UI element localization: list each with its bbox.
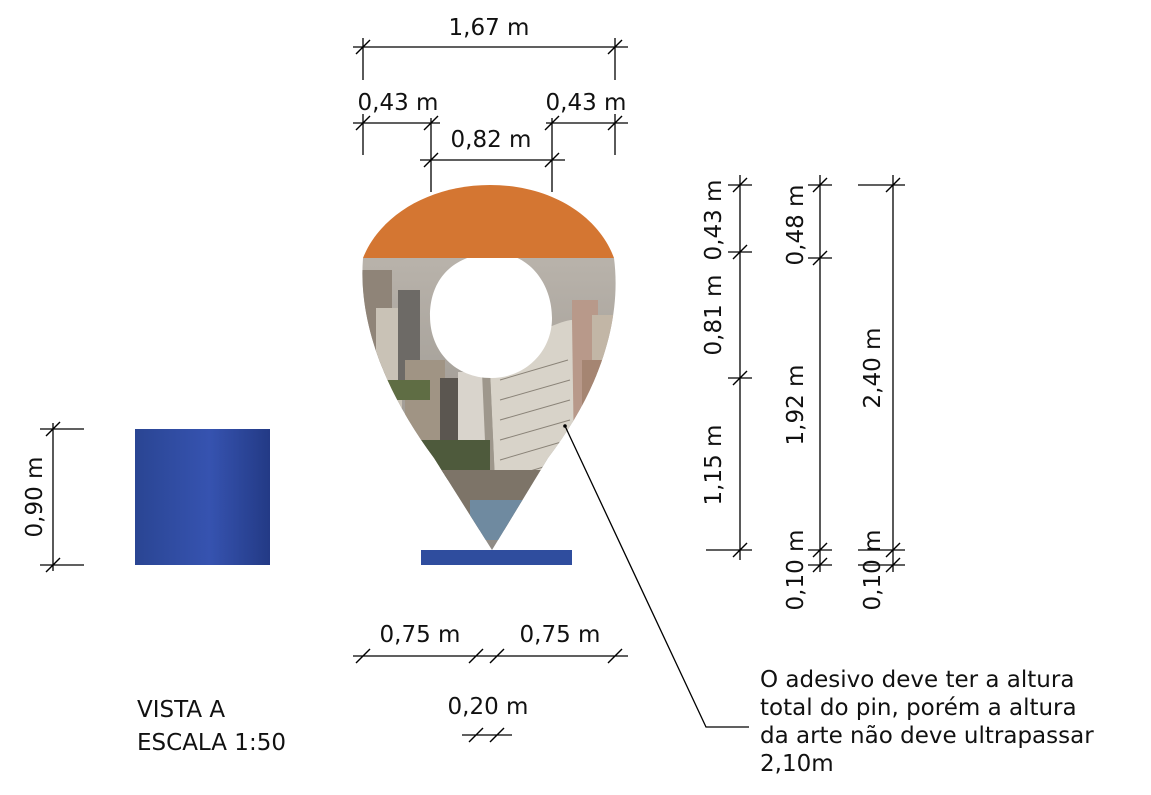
pin-cap: [363, 185, 614, 258]
dim-column-3: 2,40 m 0,10 m: [858, 175, 905, 610]
dim-top-total: 1,67 m: [353, 15, 628, 80]
dim-pin-tip: 0,20 m: [448, 694, 529, 743]
cube-block: [135, 429, 270, 565]
label-col1-hole: 0,81 m: [701, 275, 727, 356]
label-col2-top-cap: 0,48 m: [783, 185, 809, 266]
pin-base-plate: [421, 550, 572, 565]
label-top-right-margin: 0,43 m: [546, 90, 627, 116]
note-leader-line: [563, 424, 749, 728]
note-line-1: O adesivo deve ter a altura: [760, 667, 1075, 693]
dim-hole-width: 0,82 m: [420, 118, 565, 192]
label-base-right-half: 0,75 m: [520, 622, 601, 648]
label-base-left-half: 0,75 m: [380, 622, 461, 648]
dim-top-margins: 0,43 m 0,43 m: [353, 90, 628, 155]
dim-cube-height: 0,90 m: [22, 421, 84, 573]
dim-column-2: 0,48 m 1,92 m 0,10 m: [783, 175, 832, 610]
note-line-4: 2,10m: [760, 751, 834, 777]
label-col1-top-cap: 0,43 m: [701, 180, 727, 261]
label-top-total: 1,67 m: [449, 15, 530, 41]
label-col2-base: 0,10 m: [783, 530, 809, 611]
label-col2-body: 1,92 m: [783, 365, 809, 446]
label-pin-tip: 0,20 m: [448, 694, 529, 720]
view-title-line-2: ESCALA 1:50: [137, 730, 286, 756]
dim-column-1: 0,43 m 0,81 m 1,15 m: [701, 175, 752, 560]
label-col3-base: 0,10 m: [860, 530, 886, 611]
label-col1-lower: 1,15 m: [701, 425, 727, 506]
label-cube-height: 0,90 m: [22, 457, 48, 538]
note-line-3: da arte não deve ultrapassar: [760, 723, 1094, 749]
pin-hole: [430, 252, 552, 378]
label-col3-total: 2,40 m: [860, 328, 886, 409]
label-top-left-margin: 0,43 m: [358, 90, 439, 116]
label-hole-width: 0,82 m: [451, 127, 532, 153]
view-title: VISTA A ESCALA 1:50: [137, 694, 286, 760]
dim-base-halves: 0,75 m 0,75 m: [353, 622, 628, 664]
note-line-2: total do pin, porém a altura: [760, 695, 1077, 721]
annotation-note: O adesivo deve ter a altura total do pin…: [760, 666, 1150, 778]
view-title-line-1: VISTA A: [137, 697, 226, 723]
